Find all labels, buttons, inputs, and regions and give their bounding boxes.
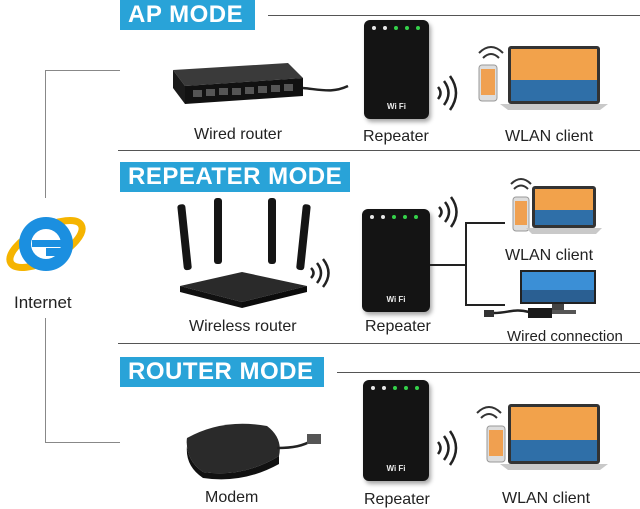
tree-line: [45, 318, 46, 442]
tree-line: [45, 70, 46, 198]
internet-label: Internet: [14, 293, 72, 312]
section-divider-ap: [268, 15, 640, 16]
label-wired-router: Wired router: [194, 126, 283, 143]
section-divider-router: [337, 372, 640, 373]
phone-icon: [478, 64, 498, 102]
mode-title-router: ROUTER MODE: [120, 357, 324, 387]
label-repeater: Repeater: [364, 491, 430, 508]
monitor-icon: [518, 268, 598, 316]
repeater-screen-text: Wi Fi: [386, 295, 406, 304]
tree-branch-router: [45, 442, 120, 443]
label-wlan-client: WLAN client: [505, 128, 594, 145]
wireless-router-image: [176, 198, 311, 310]
wifi-signal-icon: [478, 44, 504, 64]
mode-title-ap: AP MODE: [120, 0, 256, 30]
repeater-device: Wi Fi: [364, 20, 429, 119]
wifi-signal-icon: [510, 176, 532, 194]
repeater-screen-text: Wi Fi: [386, 102, 407, 111]
branch-line: [430, 264, 466, 266]
label-wlan-client: WLAN client: [505, 247, 594, 264]
laptop-icon: [526, 184, 602, 236]
branch-line: [465, 304, 505, 306]
ie-logo-icon: [2, 198, 90, 286]
label-wlan-client: WLAN client: [502, 490, 591, 507]
section-divider-repeater-top: [118, 150, 640, 151]
laptop-icon: [500, 402, 608, 472]
wifi-signal-icon: [476, 404, 502, 424]
wifi-signal-icon: [308, 258, 332, 288]
label-repeater: Repeater: [363, 128, 429, 145]
branch-line: [465, 222, 467, 304]
tree-branch-ap: [45, 70, 120, 71]
wifi-signal-icon: [436, 196, 460, 228]
wired-router-image: [163, 58, 353, 118]
repeater-screen-text: Wi Fi: [386, 464, 406, 473]
laptop-icon: [500, 44, 608, 112]
section-divider-repeater-bottom: [118, 343, 640, 344]
repeater-device: Wi Fi: [363, 380, 429, 481]
ethernet-cable-icon: [484, 304, 554, 322]
wifi-signal-icon: [434, 430, 458, 466]
label-wireless-router: Wireless router: [189, 318, 297, 335]
modem-image: [183, 412, 325, 484]
phone-icon: [512, 196, 530, 232]
branch-line: [465, 222, 505, 224]
mode-title-repeater: REPEATER MODE: [120, 162, 351, 192]
label-wired-connection: Wired connection: [507, 328, 623, 345]
phone-icon: [486, 425, 506, 463]
repeater-device: Wi Fi: [362, 209, 430, 312]
wifi-signal-icon: [434, 75, 458, 111]
label-repeater: Repeater: [365, 318, 431, 335]
label-modem: Modem: [205, 489, 259, 506]
